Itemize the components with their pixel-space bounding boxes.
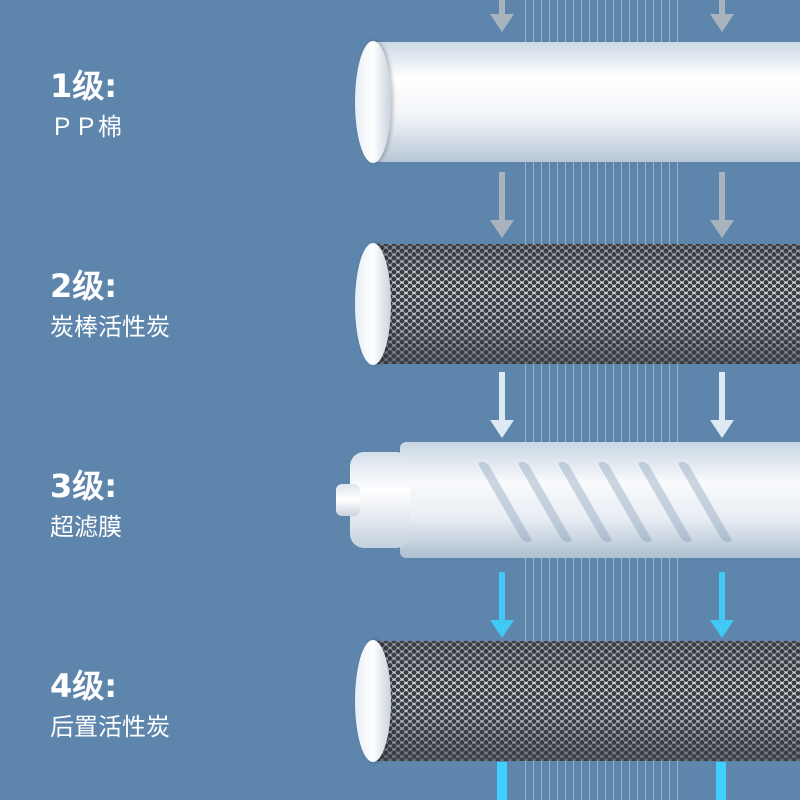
pp-cotton-filter xyxy=(370,42,800,162)
stage-2-name: 炭棒活性炭 xyxy=(50,313,170,341)
stage-4-level: 4级: xyxy=(50,667,118,705)
post-carbon-filter xyxy=(370,641,800,761)
clean-water-stream xyxy=(497,762,507,800)
stage-3-level: 3级: xyxy=(50,467,118,505)
filter-cap xyxy=(355,243,391,365)
filter-neck xyxy=(350,452,410,548)
stage-2-level: 2级: xyxy=(50,267,118,305)
filter-nozzle xyxy=(336,484,360,516)
stage-3-label: 3级: 超滤膜 xyxy=(50,468,122,542)
stage-3-name: 超滤膜 xyxy=(50,513,122,541)
carbon-block-filter xyxy=(370,244,800,364)
stage-1-name: ＰＰ棉 xyxy=(50,113,122,141)
stage-4-name: 后置活性炭 xyxy=(50,713,170,741)
stage-4-label: 4级: 后置活性炭 xyxy=(50,668,170,742)
filter-cap xyxy=(355,41,391,163)
filter-cap xyxy=(355,640,391,762)
ultrafiltration-filter xyxy=(400,442,800,558)
stage-2-label: 2级: 炭棒活性炭 xyxy=(50,268,170,342)
stage-1-label: 1级: ＰＰ棉 xyxy=(50,68,122,142)
stage-1-level: 1级: xyxy=(50,67,118,105)
clean-water-stream xyxy=(716,762,726,800)
